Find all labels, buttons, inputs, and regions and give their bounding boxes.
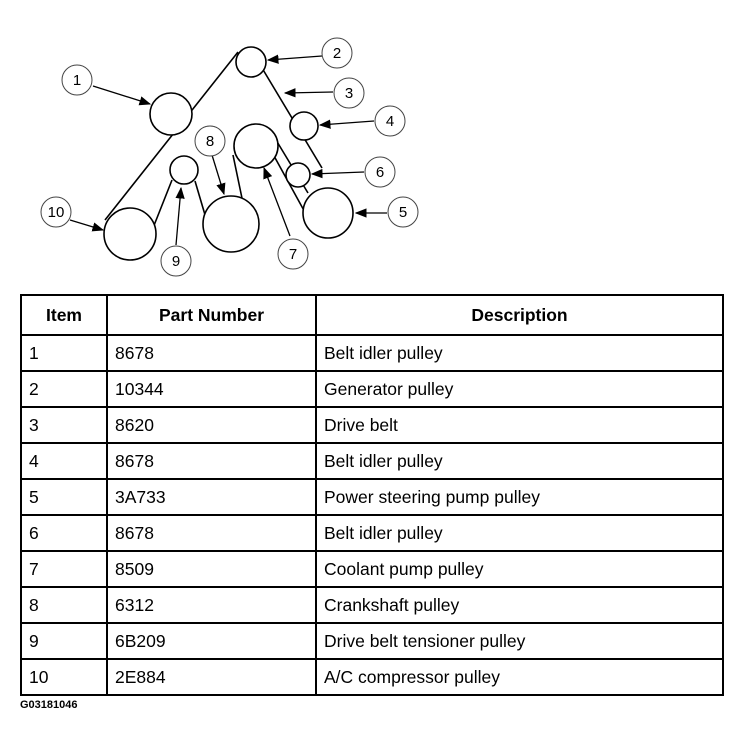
cell-item: 5 [20,478,108,516]
belt-routing-diagram: 1 2 3 4 5 6 7 8 9 10 [40,37,419,277]
table-row: 4 8678 Belt idler pulley [20,442,724,480]
cell-item: 6 [20,514,108,552]
drive-belt-tensioner-pulley [169,155,199,185]
table-row: 2 10344 Generator pulley [20,370,724,408]
table-row: 9 6B209 Drive belt tensioner pulley [20,622,724,660]
crankshaft-pulley [202,195,260,253]
header-item: Item [20,294,108,336]
figure-code: G03181046 [20,699,78,711]
belt-idler-pulley-6 [285,162,311,188]
cell-item: 7 [20,550,108,588]
cell-part-number: 8620 [106,406,317,444]
cell-part-number: 8678 [106,442,317,480]
parts-table: Item Part Number Description 1 8678 Belt… [20,294,724,696]
callout-4: 4 [386,113,394,130]
callout-1: 1 [73,72,81,89]
cell-item: 8 [20,586,108,624]
power-steering-pump-pulley [302,187,354,239]
table-row: 7 8509 Coolant pump pulley [20,550,724,588]
ac-compressor-pulley [103,207,157,261]
callout-2: 2 [333,45,341,62]
header-part-number: Part Number [106,294,317,336]
belt-idler-pulley-4 [289,111,319,141]
cell-part-number: 3A733 [106,478,317,516]
cell-item: 1 [20,334,108,372]
table-row: 8 6312 Crankshaft pulley [20,586,724,624]
belt-idler-pulley-1 [149,92,193,136]
table-row: 10 2E884 A/C compressor pulley [20,658,724,696]
cell-description: Power steering pump pulley [315,478,724,516]
cell-part-number: 10344 [106,370,317,408]
cell-item: 4 [20,442,108,480]
cell-part-number: 2E884 [106,658,317,696]
cell-item: 10 [20,658,108,696]
cell-item: 3 [20,406,108,444]
cell-item: 2 [20,370,108,408]
table-row: 3 8620 Drive belt [20,406,724,444]
callout-9: 9 [172,253,180,270]
callout-8: 8 [206,133,214,150]
cell-description: Drive belt tensioner pulley [315,622,724,660]
cell-description: Drive belt [315,406,724,444]
cell-description: Generator pulley [315,370,724,408]
callout-6: 6 [376,164,384,181]
cell-part-number: 8509 [106,550,317,588]
table-row: 6 8678 Belt idler pulley [20,514,724,552]
callout-10: 10 [48,204,65,221]
callout-5: 5 [399,204,407,221]
cell-item: 9 [20,622,108,660]
header-description: Description [315,294,724,336]
cell-description: Belt idler pulley [315,514,724,552]
cell-part-number: 8678 [106,334,317,372]
cell-description: Belt idler pulley [315,442,724,480]
table-row: 5 3A733 Power steering pump pulley [20,478,724,516]
table-header-row: Item Part Number Description [20,294,724,336]
generator-pulley [235,46,267,78]
cell-part-number: 6B209 [106,622,317,660]
cell-description: Coolant pump pulley [315,550,724,588]
cell-description: A/C compressor pulley [315,658,724,696]
callout-3: 3 [345,85,353,102]
cell-description: Belt idler pulley [315,334,724,372]
cell-part-number: 8678 [106,514,317,552]
cell-part-number: 6312 [106,586,317,624]
coolant-pump-pulley [233,123,279,169]
table-row: 1 8678 Belt idler pulley [20,334,724,372]
callout-7: 7 [289,246,297,263]
cell-description: Crankshaft pulley [315,586,724,624]
